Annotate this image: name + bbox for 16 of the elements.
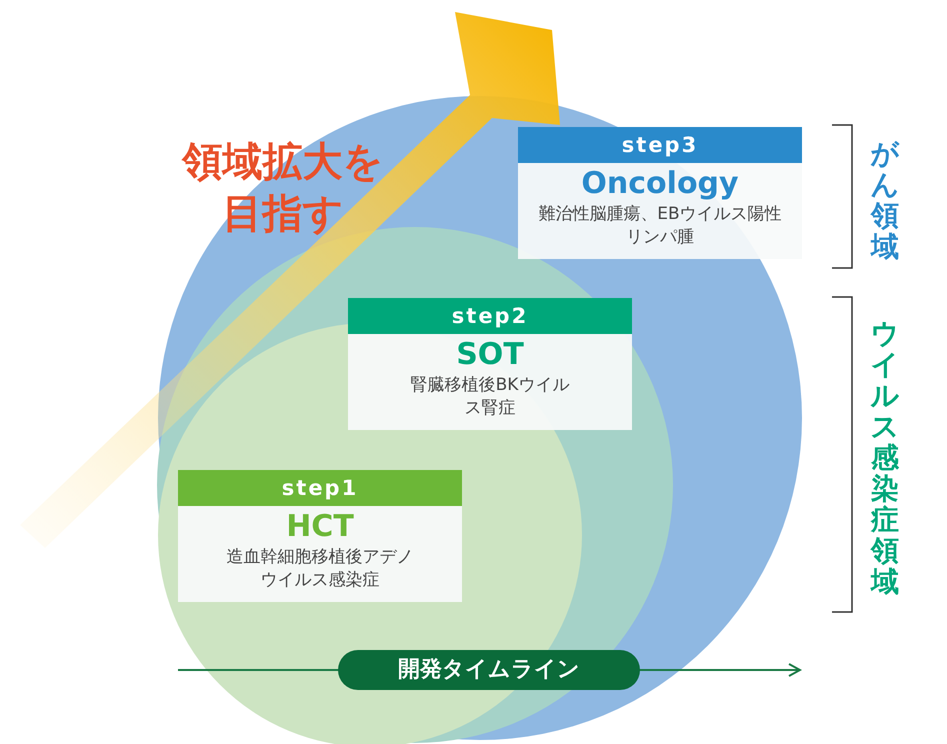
card-description: 造血幹細胞移植後アデノウイルス感染症: [226, 546, 414, 592]
step-header: step1: [178, 470, 462, 506]
card-description: 腎臓移植後BKウイルス腎症: [410, 374, 570, 420]
step-card: [178, 470, 462, 602]
step-header: step2: [348, 298, 632, 334]
timeline-label: 開発タイムライン: [338, 650, 640, 690]
card-title: Oncology: [580, 165, 740, 203]
area-label: がん領域: [869, 138, 900, 262]
area-label: ウイルス感染症領域: [869, 318, 900, 597]
goal-text: 領域拡大を目指す: [180, 138, 384, 239]
step-card: [348, 298, 632, 430]
card-title: HCT: [285, 508, 355, 546]
step-header: step3: [518, 127, 802, 163]
card-description: 難治性脳腫瘍、EBウイルス陽性リンパ腫: [537, 203, 783, 249]
card-title: SOT: [455, 336, 525, 374]
step-card: [518, 127, 802, 259]
